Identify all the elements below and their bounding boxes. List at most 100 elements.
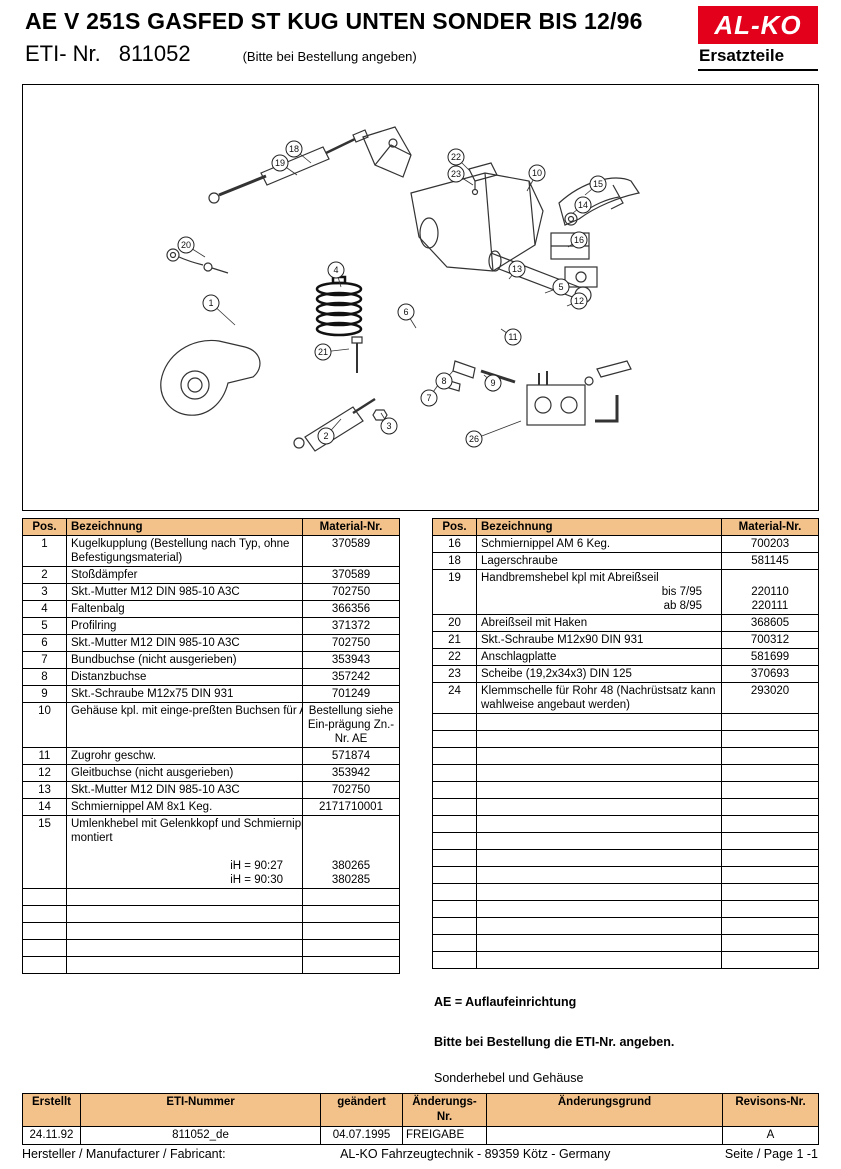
description-cell: Profilring [67,618,303,634]
pos-cell [433,833,477,849]
revision-header-cell: Revisons-Nr. [735,1096,806,1108]
diagram-callout: 3 [380,417,398,435]
pos-cell: 6 [23,635,67,651]
pos-cell [433,952,477,968]
revision-header-cell: Erstellt [23,1094,81,1126]
eti-label: ETI- Nr. [25,41,101,66]
material-cell: 700312 [750,634,790,646]
diagram-callout: 14 [574,196,592,214]
svg-text:18: 18 [289,144,299,154]
pos-cell [433,884,477,900]
diagram-callout: 22 [447,148,465,166]
pos-cell [23,906,67,922]
pos-cell: 20 [433,615,477,631]
diagram-callout: 4 [327,261,345,279]
material-cell: 571874 [331,750,371,762]
material-cell [303,957,399,973]
pos-cell: 2 [23,567,67,583]
revision-value-cell [487,1127,723,1144]
diagram-callout: 7 [420,389,438,407]
description-cell [67,906,303,922]
pos-cell: 5 [23,618,67,634]
diagram-callout: 1 [202,294,220,312]
pos-cell [23,940,67,956]
diagram-callout: 9 [484,374,502,392]
pos-cell: 19 [433,570,477,614]
revision-header-cell: Änderungsgrund [487,1094,723,1126]
table-header-row: Pos. Bezeichnung Material-Nr. [23,519,399,536]
eti-row: ETI- Nr. 811052 (Bitte bei Bestellung an… [25,41,417,67]
description-cell: Schmiernippel AM 6 Keg. [477,536,722,552]
description-cell [67,957,303,973]
material-cell [722,714,818,730]
revision-value-cell: FREIGABE [403,1127,487,1144]
material-cell: 293020 [750,685,790,697]
brand-logo: AL-KO [698,6,818,44]
description-cell [477,935,722,951]
svg-text:10: 10 [532,168,542,178]
table-row [433,799,818,816]
svg-text:6: 6 [403,307,408,317]
diagram-callout: 11 [504,328,522,346]
diagram-callout: 26 [465,430,483,448]
revision-header-cell: ETI-Nummer [81,1094,321,1126]
pos-cell: 3 [23,584,67,600]
svg-text:15: 15 [593,179,603,189]
pos-cell [433,731,477,747]
svg-text:3: 3 [386,421,391,431]
table-row [433,714,818,731]
material-cell [722,816,818,832]
description-cell: Umlenkhebel mit Gelenkkopf und Schmierni… [67,816,303,888]
manufacturer-name: AL-KO Fahrzeugtechnik - 89359 Kötz - Ger… [340,1147,611,1161]
pos-cell: 23 [433,666,477,682]
table-row [433,731,818,748]
description-cell [477,952,722,968]
table-row [23,923,399,940]
pos-cell [433,901,477,917]
material-cell: 702750 [331,586,371,598]
svg-text:16: 16 [574,235,584,245]
description-cell [67,923,303,939]
material-cell [303,889,399,905]
material-cell: 353943 [331,654,371,666]
pos-cell [433,816,477,832]
pos-cell: 22 [433,649,477,665]
material-cell: 368605 [750,617,790,629]
diagram-callout: 18 [285,140,303,158]
pos-cell [433,765,477,781]
material-cell [722,901,818,917]
diagram-callout: 5 [552,278,570,296]
description-cell: Gehäuse kpl. mit einge-preßten Buchsen f… [67,703,303,747]
description-cell [477,714,722,730]
revision-header-cell: geändert [321,1094,403,1126]
material-cell [722,918,818,934]
description-cell: Lagerschraube [477,553,722,569]
description-cell: Abreißseil mit Haken [477,615,722,631]
pos-cell [23,923,67,939]
eti-note: (Bitte bei Bestellung angeben) [242,49,417,64]
svg-text:13: 13 [512,264,522,274]
revision-value-cell: 24.11.92 [23,1127,81,1144]
pos-cell: 8 [23,669,67,685]
material-cell [722,782,818,798]
page-title: AE V 251S GASFED ST KUG UNTEN SONDER BIS… [25,8,643,34]
col-material-nr: Material-Nr. [319,521,383,533]
material-cell [722,799,818,815]
description-cell [477,901,722,917]
material-cell: 581699 [750,651,790,663]
material-cell [722,833,818,849]
description-cell: Distanzbuchse [67,669,303,685]
svg-text:8: 8 [441,376,446,386]
